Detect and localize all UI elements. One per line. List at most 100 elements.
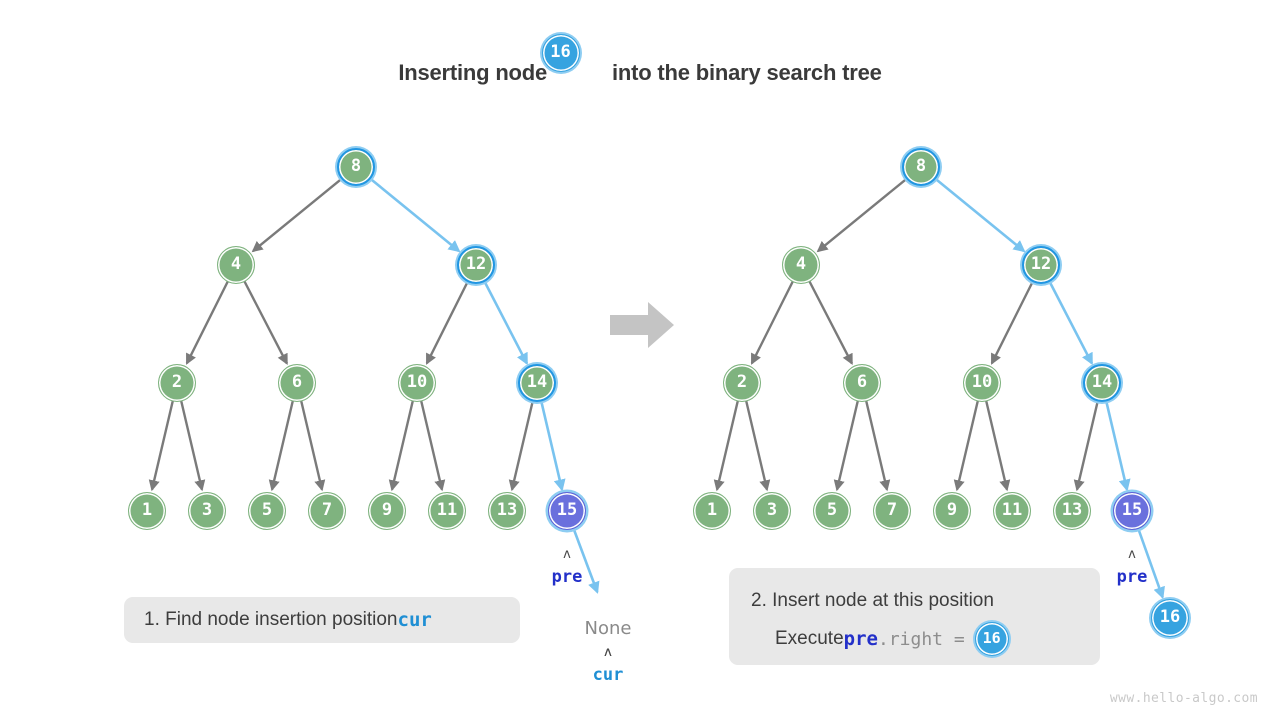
tree-node-label: 4 [230, 254, 242, 274]
tree-node-1-after: 1 [693, 492, 731, 530]
tree-node-label: 9 [381, 500, 393, 520]
tree-node-15-before: 15 [548, 492, 586, 530]
title-node-badge: 16 [541, 34, 599, 91]
tree-edge-6-to-5 [268, 400, 295, 492]
tree-edge-4-to-2 [750, 280, 795, 365]
tree-node-label: 12 [465, 254, 487, 274]
tree-edge-2-to-3 [744, 400, 771, 492]
caption-step-2-text: 2. Insert node at this position [751, 590, 994, 611]
tree-node-5-before: 5 [248, 492, 286, 530]
tree-node-label: 14 [1091, 372, 1113, 392]
tree-edge-4-to-2 [185, 280, 230, 365]
tree-node-label: 2 [171, 372, 183, 392]
tree-node-4-after: 4 [782, 246, 820, 284]
tree-node-label: 7 [321, 500, 333, 520]
caption-step-2-line-2: Execute pre .right = 16 [751, 620, 1078, 658]
tree-node-label: 1 [141, 500, 153, 520]
pointer-label-cur-before: cur [592, 665, 624, 685]
tree-node-13-before: 13 [488, 492, 526, 530]
tree-edge-12-to-14 [1048, 280, 1094, 366]
caption-step-2: 2. Insert node at this position Execute … [729, 568, 1100, 665]
pointer-caret-pre-after: ʌ [1128, 547, 1136, 562]
tree-node-3-after: 3 [753, 492, 791, 530]
title-text-after: into the binary search tree [611, 60, 882, 85]
tree-edge-6-to-5 [833, 400, 860, 492]
tree-node-label: 12 [1030, 254, 1052, 274]
tree-node-8-before: 8 [337, 148, 375, 186]
tree-node-label: 10 [971, 372, 993, 392]
tree-node-8-after: 8 [902, 148, 940, 186]
right-arrow-icon [610, 302, 674, 348]
tree-edge-10-to-9 [953, 400, 980, 492]
tree-node-2-before: 2 [158, 364, 196, 402]
tree-node-label: 7 [886, 500, 898, 520]
tree-node-11-before: 11 [428, 492, 466, 530]
caption-node-badge: 16 [974, 622, 1009, 656]
node-16-inline: 16 [974, 622, 1009, 656]
tree-node-1-before: 1 [128, 492, 166, 530]
pointer-label-pre-after: pre [1116, 567, 1148, 587]
title-text-before: Inserting node [398, 60, 548, 85]
tree-node-label: 5 [261, 500, 273, 520]
tree-node-label: 15 [1121, 500, 1143, 520]
tree-node-label: 5 [826, 500, 838, 520]
tree-node-12-after: 12 [1022, 246, 1060, 284]
tree-node-label: 11 [436, 500, 458, 520]
caption-execute-label: Execute [775, 628, 844, 649]
tree-edge-2-to-1 [148, 400, 175, 492]
caption-keyword-cur: cur [397, 609, 432, 631]
tree-node-label: 6 [291, 372, 303, 392]
tree-edge-14-to-13 [1073, 400, 1100, 492]
tree-node-label: 6 [856, 372, 868, 392]
tree-edge-14-to-15 [539, 400, 566, 492]
tree-node-label: 16 [1159, 607, 1181, 627]
tree-node-7-after: 7 [873, 492, 911, 530]
caption-keyword-pre: pre [843, 628, 878, 650]
tree-node-label: 3 [201, 500, 213, 520]
tree-node-13-after: 13 [1053, 492, 1091, 530]
caption-step-1: 1. Find node insertion position cur [124, 597, 520, 643]
tree-node-label: 8 [915, 156, 927, 176]
tree-node-label: 9 [946, 500, 958, 520]
tree-edge-4-to-6 [243, 280, 288, 366]
tree-node-10-before: 10 [398, 364, 436, 402]
tree-node-12-before: 12 [457, 246, 495, 284]
tree-edge-14-to-13 [508, 400, 535, 492]
tree-edge-6-to-7 [864, 400, 891, 492]
node-16-badge: 16 [541, 34, 580, 72]
page-title: Inserting node 16 into the binary search… [0, 34, 1280, 92]
tree-edge-8-to-12 [934, 177, 1026, 253]
tree-edge-12-to-10 [425, 280, 470, 365]
tree-node-5-after: 5 [813, 492, 851, 530]
tree-edge-12-to-14 [483, 280, 529, 366]
caption-step-1-text: 1. Find node insertion position [144, 609, 398, 630]
caption-step-1-line: 1. Find node insertion position cur [144, 609, 432, 631]
tree-node-15-after: 15 [1113, 492, 1151, 530]
tree-node-label: 4 [795, 254, 807, 274]
tree-node-4-before: 4 [217, 246, 255, 284]
pointer-label-pre-before: pre [551, 567, 583, 587]
tree-edge-10-to-11 [984, 400, 1011, 492]
tree-node-label: 14 [526, 372, 548, 392]
tree-node-6-before: 6 [278, 364, 316, 402]
tree-edge-6-to-7 [299, 400, 326, 492]
tree-node-label: 1 [706, 500, 718, 520]
tree-edge-8-to-12 [369, 177, 461, 253]
tree-node-7-before: 7 [308, 492, 346, 530]
tree-node-label: 13 [1061, 500, 1083, 520]
tree-node-3-before: 3 [188, 492, 226, 530]
watermark: www.hello-algo.com [1109, 691, 1258, 706]
tree-node-label: 3 [766, 500, 778, 520]
tree-node-label: 11 [1001, 500, 1023, 520]
tree-node-11-after: 11 [993, 492, 1031, 530]
tree-edge-8-to-4 [816, 177, 908, 253]
tree-edge-2-to-3 [179, 400, 206, 492]
pointer-caret-pre-before: ʌ [563, 547, 571, 562]
tree-edge-4-to-6 [808, 280, 853, 366]
tree-edge-2-to-1 [713, 400, 740, 492]
pointer-caret-cur-before: ʌ [604, 645, 612, 660]
tree-node-9-after: 9 [933, 492, 971, 530]
tree-edge-12-to-10 [990, 280, 1035, 365]
tree-edge-14-to-15 [1104, 400, 1131, 492]
